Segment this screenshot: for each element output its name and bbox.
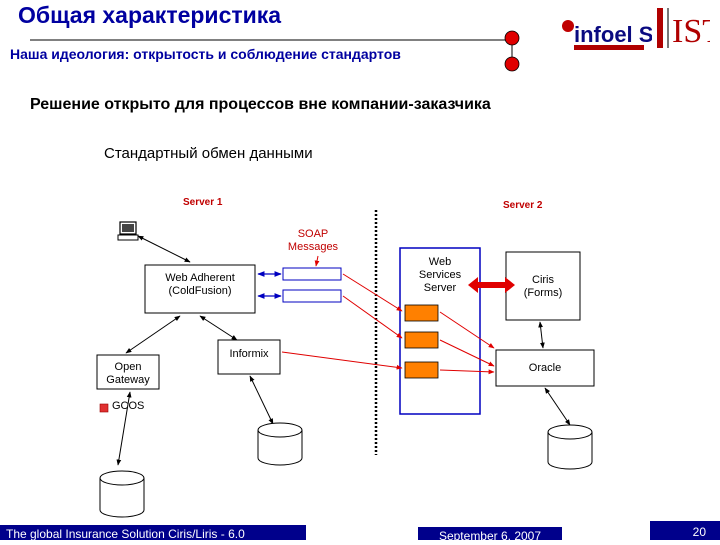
ciris-label: Ciris(Forms) bbox=[523, 274, 563, 299]
ws-oracle-arrow-1 bbox=[439, 311, 495, 349]
ist-logo-text: IST bbox=[672, 13, 710, 50]
web-adherent-box bbox=[144, 264, 256, 314]
informix-label: Informix bbox=[229, 348, 269, 360]
workstation-adherent-arrow bbox=[137, 235, 191, 263]
informix-box bbox=[217, 339, 281, 375]
orange-component-3 bbox=[404, 361, 439, 379]
server1-label: Server 1 bbox=[183, 197, 223, 208]
footer-date: September 6, 2007 bbox=[418, 527, 562, 543]
web-adherent-label: Web Adherent(ColdFusion) bbox=[165, 272, 235, 297]
gateway-gcos-arrow bbox=[116, 391, 132, 466]
footer-product: The global Insurance Solution Ciris/Liri… bbox=[0, 525, 306, 541]
gcos-marker bbox=[99, 403, 109, 413]
oracle-db-arrow bbox=[544, 387, 571, 426]
oracle-label: Oracle bbox=[528, 362, 562, 374]
workstation-icon bbox=[117, 221, 139, 241]
ist-logo: IST bbox=[657, 8, 710, 50]
ws-oracle-arrow-2 bbox=[439, 339, 495, 367]
soap-message-box-2 bbox=[282, 289, 342, 303]
adherent-informix-arrow bbox=[199, 315, 238, 341]
server2-label: Server 2 bbox=[503, 200, 543, 211]
openness-heading: Решение открыто для процессов вне компан… bbox=[30, 96, 491, 113]
soap-arrow-1 bbox=[342, 273, 403, 312]
database-icon bbox=[257, 422, 303, 466]
orange-component-2 bbox=[404, 331, 439, 349]
informix-ws-arrow bbox=[281, 351, 403, 370]
open-gateway-box bbox=[96, 354, 160, 390]
orange-component-1 bbox=[404, 304, 439, 322]
database-icon bbox=[99, 470, 145, 518]
database-icon bbox=[547, 424, 593, 470]
infoel-logo-text: infoel S.A. bbox=[574, 22, 652, 47]
infoel-logo: infoel S.A. bbox=[562, 20, 652, 50]
web-services-server-box bbox=[399, 247, 481, 415]
ciris-oracle-arrow bbox=[538, 321, 545, 349]
gcos-label: GCOS bbox=[112, 400, 145, 412]
soap-message-box-1 bbox=[282, 267, 342, 281]
slide-title: Общая характеристика bbox=[18, 2, 282, 28]
ciris-box bbox=[505, 251, 581, 321]
ws-ciris-arrow bbox=[468, 277, 515, 293]
soap-arrow-2 bbox=[342, 295, 403, 339]
slide-subtitle: Наша идеология: открытость и соблюдение … bbox=[10, 46, 401, 62]
informix-db-arrow bbox=[249, 375, 274, 425]
page-number: 20 bbox=[650, 521, 720, 540]
oracle-box bbox=[495, 349, 595, 387]
adherent-gateway-arrow bbox=[125, 315, 181, 354]
ws-oracle-arrow-3 bbox=[439, 369, 495, 375]
data-exchange-label: Стандартный обмен данными bbox=[104, 145, 313, 162]
